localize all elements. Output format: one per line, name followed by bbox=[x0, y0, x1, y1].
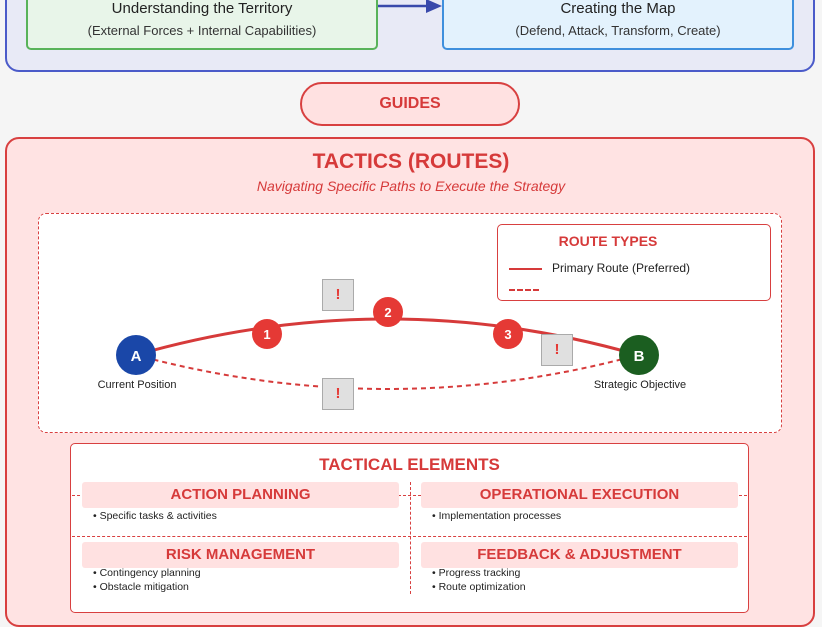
waypoint-1 bbox=[252, 319, 282, 349]
waypoint-3 bbox=[493, 319, 523, 349]
map-box: Creating the Map (Defend, Attack, Transf… bbox=[442, 0, 794, 50]
tactical-elements-box bbox=[70, 443, 749, 613]
action-planning-header: ACTION PLANNING bbox=[82, 482, 399, 508]
elements-divider bbox=[410, 482, 411, 594]
end-node-letter: B bbox=[634, 348, 645, 365]
guides-connector: GUIDES bbox=[300, 82, 520, 126]
waypoint-1-label: 1 bbox=[263, 327, 270, 342]
action-planning-item: • Specific tasks & activities bbox=[93, 510, 217, 522]
start-node-label: Current Position bbox=[97, 379, 177, 391]
territory-box: Understanding the Territory (External Fo… bbox=[26, 0, 378, 50]
risk-management-header: RISK MANAGEMENT bbox=[82, 542, 399, 568]
obstacle-warning-icon: ! bbox=[541, 334, 573, 366]
elements-divider bbox=[72, 495, 747, 496]
waypoint-2-label: 2 bbox=[384, 305, 391, 320]
feedback-adjustment-header: FEEDBACK & ADJUSTMENT bbox=[421, 542, 738, 568]
legend-alternative-swatch bbox=[509, 289, 539, 291]
territory-to-map-arrow bbox=[378, 0, 442, 13]
tactics-title: TACTICS (ROUTES) bbox=[312, 150, 510, 173]
risk-management-item: • Obstacle mitigation bbox=[93, 581, 189, 593]
territory-title: Understanding the Territory bbox=[111, 0, 293, 17]
operational-execution-item: • Implementation processes bbox=[432, 510, 562, 522]
elements-divider bbox=[72, 536, 747, 537]
alternative-route bbox=[135, 354, 639, 390]
tactical-elements-title: TACTICAL ELEMENTS bbox=[319, 455, 500, 474]
legend-primary-label: Primary Route (Preferred) bbox=[552, 261, 691, 275]
start-node bbox=[116, 335, 156, 375]
map-subtitle: (Defend, Attack, Transform, Create) bbox=[515, 23, 721, 38]
legend-title: ROUTE TYPES bbox=[558, 233, 658, 249]
feedback-adjustment-item: • Route optimization bbox=[432, 581, 526, 593]
route-types-legend bbox=[497, 224, 771, 301]
obstacle-warning-icon: ! bbox=[322, 378, 354, 410]
waypoint-2 bbox=[373, 297, 403, 327]
waypoint-3-label: 3 bbox=[504, 327, 511, 342]
legend-primary-swatch bbox=[509, 268, 542, 270]
territory-subtitle: (External Forces + Internal Capabilities… bbox=[87, 23, 317, 38]
risk-management-item: • Contingency planning bbox=[93, 567, 201, 579]
map-title: Creating the Map bbox=[560, 0, 676, 17]
feedback-adjustment-item: • Progress tracking bbox=[432, 567, 521, 579]
obstacle-warning-icon: ! bbox=[322, 279, 354, 311]
end-node-label: Strategic Objective bbox=[593, 379, 687, 391]
operational-execution-header: OPERATIONAL EXECUTION bbox=[421, 482, 738, 508]
start-node-letter: A bbox=[131, 348, 142, 365]
end-node bbox=[619, 335, 659, 375]
tactics-subtitle: Navigating Specific Paths to Execute the… bbox=[256, 178, 566, 194]
